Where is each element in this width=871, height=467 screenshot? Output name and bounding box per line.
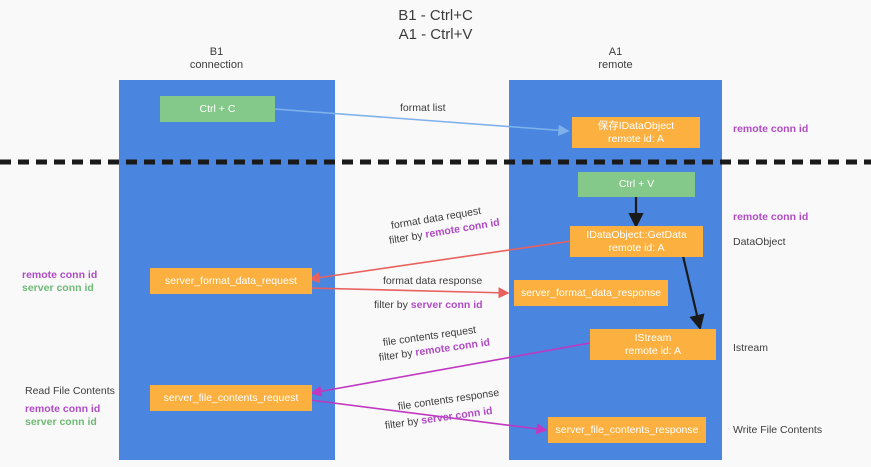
node-ctrl-c[interactable]: Ctrl + C <box>160 96 275 122</box>
side-label-remote-conn-id-mid: remote conn id <box>733 211 809 223</box>
node-ctrl-v[interactable]: Ctrl + V <box>578 172 695 197</box>
wire-label-file-contents-request-filter-prefix: filter by <box>378 346 417 364</box>
side-label-remote-conn-id-top: remote conn id <box>733 123 809 135</box>
wire-label-file-contents-response-filter-prefix: filter by <box>384 414 423 432</box>
page-title-line-1: B1 - Ctrl+C <box>398 7 473 24</box>
side-label-left-remote-conn-id-bottom: remote conn id <box>25 403 101 415</box>
node-server-format-data-request-label: server_format_data_request <box>165 274 297 287</box>
side-label-left-server-conn-id-mid: server conn id <box>22 282 94 294</box>
side-label-left-server-conn-id-bottom: server conn id <box>25 416 97 428</box>
node-save-idataobject[interactable]: 保存IDataObject remote id: A <box>572 117 700 148</box>
side-label-read-file-contents: Read File Contents <box>25 385 115 397</box>
wire-label-format-data-response-filter-prefix: filter by <box>374 299 411 311</box>
side-label-dataobject: DataObject <box>733 236 786 248</box>
column-header-b1-title: B1 <box>209 46 224 58</box>
node-server-file-contents-request[interactable]: server_file_contents_request <box>150 385 312 411</box>
node-ctrl-c-label: Ctrl + C <box>199 102 236 115</box>
wire-label-format-data-response-filter-key: server conn id <box>410 299 483 311</box>
wire-label-format-list: format list <box>400 102 446 114</box>
node-server-file-contents-response-label: server_file_contents_response <box>555 423 699 436</box>
node-ctrl-v-label: Ctrl + V <box>618 178 655 190</box>
node-server-format-data-response[interactable]: server_format_data_response <box>514 280 668 306</box>
node-idataobject-getdata-line-2: remote id: A <box>608 241 665 254</box>
column-header-b1-subtitle: connection <box>189 59 244 71</box>
node-istream[interactable]: IStream remote id: A <box>590 329 716 360</box>
page-title: B1 - Ctrl+C A1 - Ctrl+V <box>0 6 871 44</box>
connector-format-data-response <box>307 287 510 299</box>
column-header-a1: A1 remote <box>548 46 683 72</box>
page-title-line-2: A1 - Ctrl+V <box>398 26 473 43</box>
column-header-a1-title: A1 <box>608 46 623 58</box>
node-server-format-data-response-label: server_format_data_response <box>520 286 662 299</box>
node-idataobject-getdata-line-1: IDataObject::GetData <box>586 228 687 241</box>
node-istream-line-1: IStream <box>634 331 672 344</box>
wire-label-format-data-response-filter: filter by server conn id <box>374 298 483 312</box>
wire-label-format-data-response: format data response <box>383 275 483 287</box>
side-label-istream: Istream <box>733 342 769 354</box>
node-server-file-contents-request-label: server_file_contents_request <box>163 391 299 404</box>
side-label-write-file-contents: Write File Contents <box>733 424 823 436</box>
node-server-file-contents-response[interactable]: server_file_contents_response <box>548 417 706 443</box>
side-label-left-remote-conn-id-mid: remote conn id <box>22 269 98 281</box>
node-istream-line-2: remote id: A <box>624 344 682 357</box>
node-save-idataobject-line-2: remote id: A <box>607 132 665 145</box>
node-server-format-data-request[interactable]: server_format_data_request <box>150 268 312 294</box>
column-header-a1-subtitle: remote <box>598 59 633 71</box>
column-header-b1: B1 connection <box>149 46 284 72</box>
node-save-idataobject-line-1: 保存IDataObject <box>597 119 675 132</box>
node-idataobject-getdata[interactable]: IDataObject::GetData remote id: A <box>570 226 703 257</box>
